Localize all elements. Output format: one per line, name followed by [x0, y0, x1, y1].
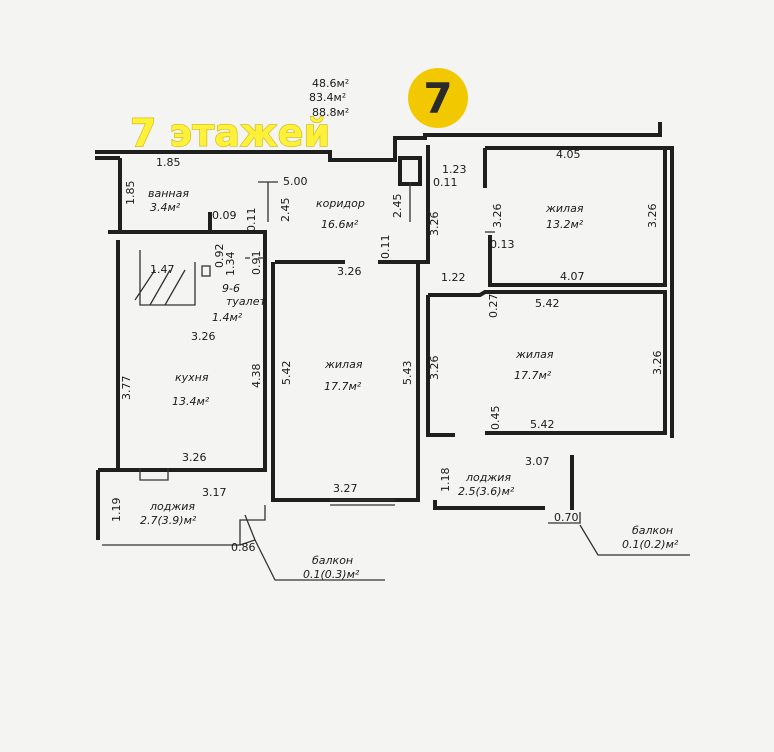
walls	[95, 122, 674, 540]
floor-count-banner: 7 этажей 7	[129, 68, 468, 156]
dim-0-09: 0.09	[212, 209, 237, 222]
kitchen-name: кухня	[175, 371, 209, 384]
loggia-e-area: 2.5(3.6)м²	[458, 485, 515, 498]
dim-1-47: 1.47	[150, 263, 175, 276]
dim-5-42-b: 5.42	[280, 361, 293, 386]
dim-1-18: 1.18	[439, 468, 452, 493]
toilet-area: 1.4м²	[212, 311, 243, 324]
dim-2-45-a: 2.45	[279, 198, 292, 223]
dim-0-45: 0.45	[489, 406, 502, 431]
dim-1-22: 1.22	[441, 271, 466, 284]
balcony-s-name: балкон	[312, 554, 353, 567]
corridor-name: коридор	[316, 197, 365, 210]
living-ne-area: 13.2м²	[546, 218, 584, 231]
dim-3-27: 3.27	[333, 482, 358, 495]
dim-1-85-side: 1.85	[124, 181, 137, 206]
dim-3-26-e: 3.26	[191, 330, 216, 343]
room-labels: ванная 3.4м² коридор 16.6м² жилая 13.2м²…	[140, 187, 679, 581]
dim-3-26-f: 3.26	[428, 356, 441, 381]
dim-0-27: 0.27	[487, 294, 500, 319]
balcony-e-name: балкон	[632, 524, 673, 537]
dim-3-77: 3.77	[120, 376, 133, 401]
dim-5-42-c: 5.42	[530, 418, 555, 431]
living-e-name: жилая	[515, 348, 554, 361]
dim-4-07: 4.07	[560, 270, 585, 283]
dim-5-42-a: 5.42	[535, 297, 560, 310]
toilet-id: 9-6	[222, 282, 240, 295]
dim-0-13: 0.13	[490, 238, 515, 251]
interior-lines	[102, 181, 690, 581]
dim-1-19: 1.19	[110, 498, 123, 523]
dimensions-horizontal: 1.85 5.00 1.23 0.11 4.05 0.09 1.47 3.26 …	[150, 148, 585, 554]
dim-3-26-h: 3.26	[182, 451, 207, 464]
banner-text: 7 этажей	[130, 111, 330, 155]
dim-3-26-g: 3.26	[651, 351, 664, 376]
toilet-name: туалет	[226, 295, 266, 308]
dim-1-23: 1.23	[442, 163, 467, 176]
balcony-s-area: 0.1(0.3)м²	[303, 568, 360, 581]
dim-0-92: 0.92	[213, 244, 226, 269]
dim-3-07: 3.07	[525, 455, 550, 468]
dimensions-vertical: 1.85 2.45 2.45 3.26 3.26 3.26 0.11 0.92 …	[110, 181, 664, 523]
corridor-area: 16.6м²	[321, 218, 359, 231]
dim-5-00: 5.00	[283, 175, 308, 188]
loggia-w-area: 2.7(3.9)м²	[140, 514, 197, 527]
loggia-w-name: лоджия	[149, 500, 195, 513]
dim-1-34: 1.34	[224, 252, 237, 277]
dim-3-26-b: 3.26	[491, 204, 504, 229]
dim-0-11-c: 0.11	[379, 235, 392, 260]
dim-4-05: 4.05	[556, 148, 581, 161]
bath-name: ванная	[148, 187, 189, 200]
living-e-area: 17.7м²	[514, 369, 552, 382]
floor-badge-number: 7	[423, 74, 452, 123]
living-ne-name: жилая	[545, 202, 584, 215]
bath-area: 3.4м²	[150, 201, 181, 214]
total-areas: 48.6м² 83.4м² 88.8м²	[309, 77, 349, 119]
dim-0-11-b: 0.11	[245, 208, 258, 233]
dim-3-26-c: 3.26	[646, 204, 659, 229]
dim-0-70: 0.70	[554, 511, 579, 524]
loggia-e-name: лоджия	[465, 471, 511, 484]
total-area-3: 88.8м²	[312, 106, 349, 119]
kitchen-area: 13.4м²	[172, 395, 210, 408]
dim-5-43: 5.43	[401, 361, 414, 386]
dim-3-26-d: 3.26	[337, 265, 362, 278]
dim-3-17: 3.17	[202, 486, 227, 499]
living-c-area: 17.7м²	[324, 380, 362, 393]
dim-2-45-b: 2.45	[391, 194, 404, 219]
total-area-1: 48.6м²	[312, 77, 349, 90]
dim-0-91: 0.91	[250, 251, 263, 276]
dim-0-11-a: 0.11	[433, 176, 458, 189]
dim-1-85-top: 1.85	[156, 156, 181, 169]
living-c-name: жилая	[324, 358, 363, 371]
dim-0-86: 0.86	[231, 541, 256, 554]
total-area-2: 83.4м²	[309, 91, 346, 104]
dim-3-26-a: 3.26	[428, 212, 441, 237]
dim-4-38: 4.38	[250, 364, 263, 389]
floor-badge-icon	[408, 68, 468, 128]
balcony-e-area: 0.1(0.2)м²	[622, 538, 679, 551]
